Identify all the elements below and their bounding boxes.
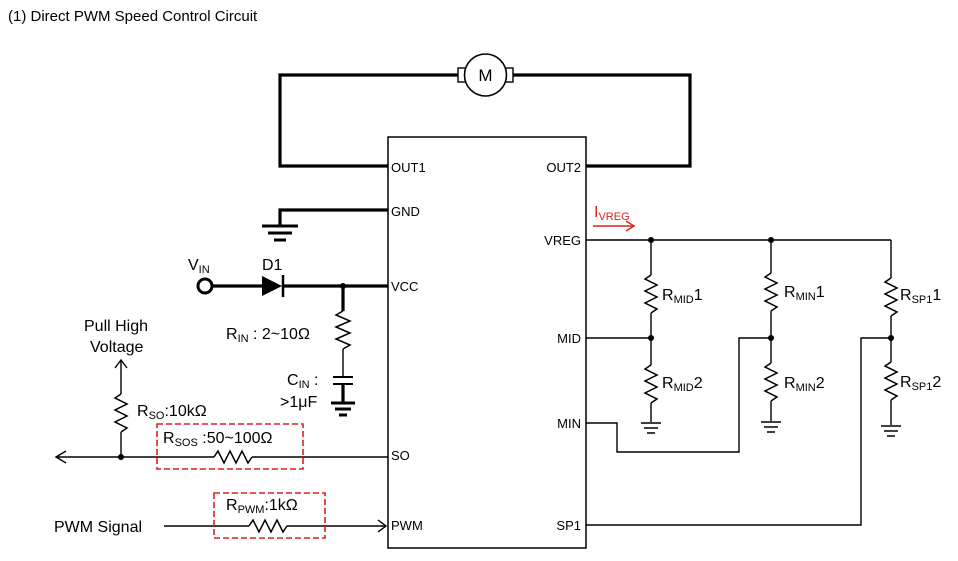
arrow-right-icon [377, 519, 388, 533]
motor-label: M [478, 66, 492, 85]
pin-out1: OUT1 [391, 160, 426, 175]
min-junction [768, 335, 774, 341]
pull-high-label-line2: Voltage [90, 339, 143, 356]
arrow-up-icon [114, 358, 128, 394]
pin-vreg: VREG [544, 233, 581, 248]
pull-high-label-line1: Pull High [84, 318, 148, 335]
pin-so: SO [391, 448, 410, 463]
resistor-rso-icon [113, 393, 129, 433]
gnd-wire [278, 208, 388, 225]
pin-out2: OUT2 [546, 160, 581, 175]
resistor-rin-icon [334, 310, 352, 350]
resistor-rmid1-icon [643, 274, 659, 314]
pin-gnd: GND [391, 204, 420, 219]
rmin1-label: RMIN1 [784, 284, 825, 303]
pin-sp1: SP1 [556, 518, 581, 533]
arrow-left-icon [54, 450, 67, 464]
ground-icon [641, 422, 661, 434]
rin-label: RIN : 2~10Ω [226, 326, 310, 345]
rpwm-highlight-box [213, 492, 326, 539]
capacitor-cin-icon [333, 376, 353, 385]
diagram-title: (1) Direct PWM Speed Control Circuit [8, 8, 258, 25]
pwm-signal-label: PWM Signal [54, 519, 142, 536]
rmid2-label: RMID2 [662, 375, 703, 394]
ground-icon [331, 401, 355, 417]
mid-junction [648, 335, 654, 341]
ivreg-label: IVREG [594, 204, 630, 223]
motor-symbol: M [457, 53, 514, 97]
rso-label: RSO:10kΩ [137, 403, 207, 422]
vin-terminal [196, 277, 214, 295]
resistor-rpwm-icon [248, 518, 288, 534]
cin-label: CIN : [287, 372, 318, 391]
ic-body [387, 136, 587, 549]
pin-vcc: VCC [391, 279, 418, 294]
rsos-label: RSOS :50~100Ω [163, 430, 273, 449]
d1-label: D1 [262, 257, 283, 274]
rsp1-2-label: RSP12 [900, 374, 941, 393]
rpwm-label: RPWM:1kΩ [226, 497, 298, 516]
cin-value-label: >1μF [280, 394, 317, 411]
current-arrow-icon [593, 220, 636, 232]
ground-icon [761, 421, 781, 433]
diode-d1-icon [262, 275, 285, 297]
rmin2-label: RMIN2 [784, 375, 825, 394]
resistor-rsp1-2-icon [883, 361, 899, 401]
pin-mid: MID [557, 331, 581, 346]
rsos-highlight-box [156, 423, 304, 470]
resistor-rsp1-1-icon [883, 277, 899, 317]
resistor-rmin1-icon [763, 272, 779, 312]
rsp1-1-label: RSP11 [900, 287, 941, 306]
resistor-rmin2-icon [763, 362, 779, 402]
min-wire [586, 337, 771, 453]
pin-pwm: PWM [391, 518, 423, 533]
sp1-wire [586, 337, 891, 526]
pin-min: MIN [557, 416, 581, 431]
resistor-rmid2-icon [643, 364, 659, 404]
sp1-junction [888, 335, 894, 341]
motor-wire-left [278, 73, 458, 168]
resistor-rsos-icon [213, 449, 253, 465]
vin-label: VIN [188, 257, 210, 276]
motor-wire-right [513, 73, 692, 168]
rmid1-label: RMID1 [662, 287, 703, 306]
ground-icon [881, 425, 901, 437]
ground-icon [262, 224, 298, 242]
